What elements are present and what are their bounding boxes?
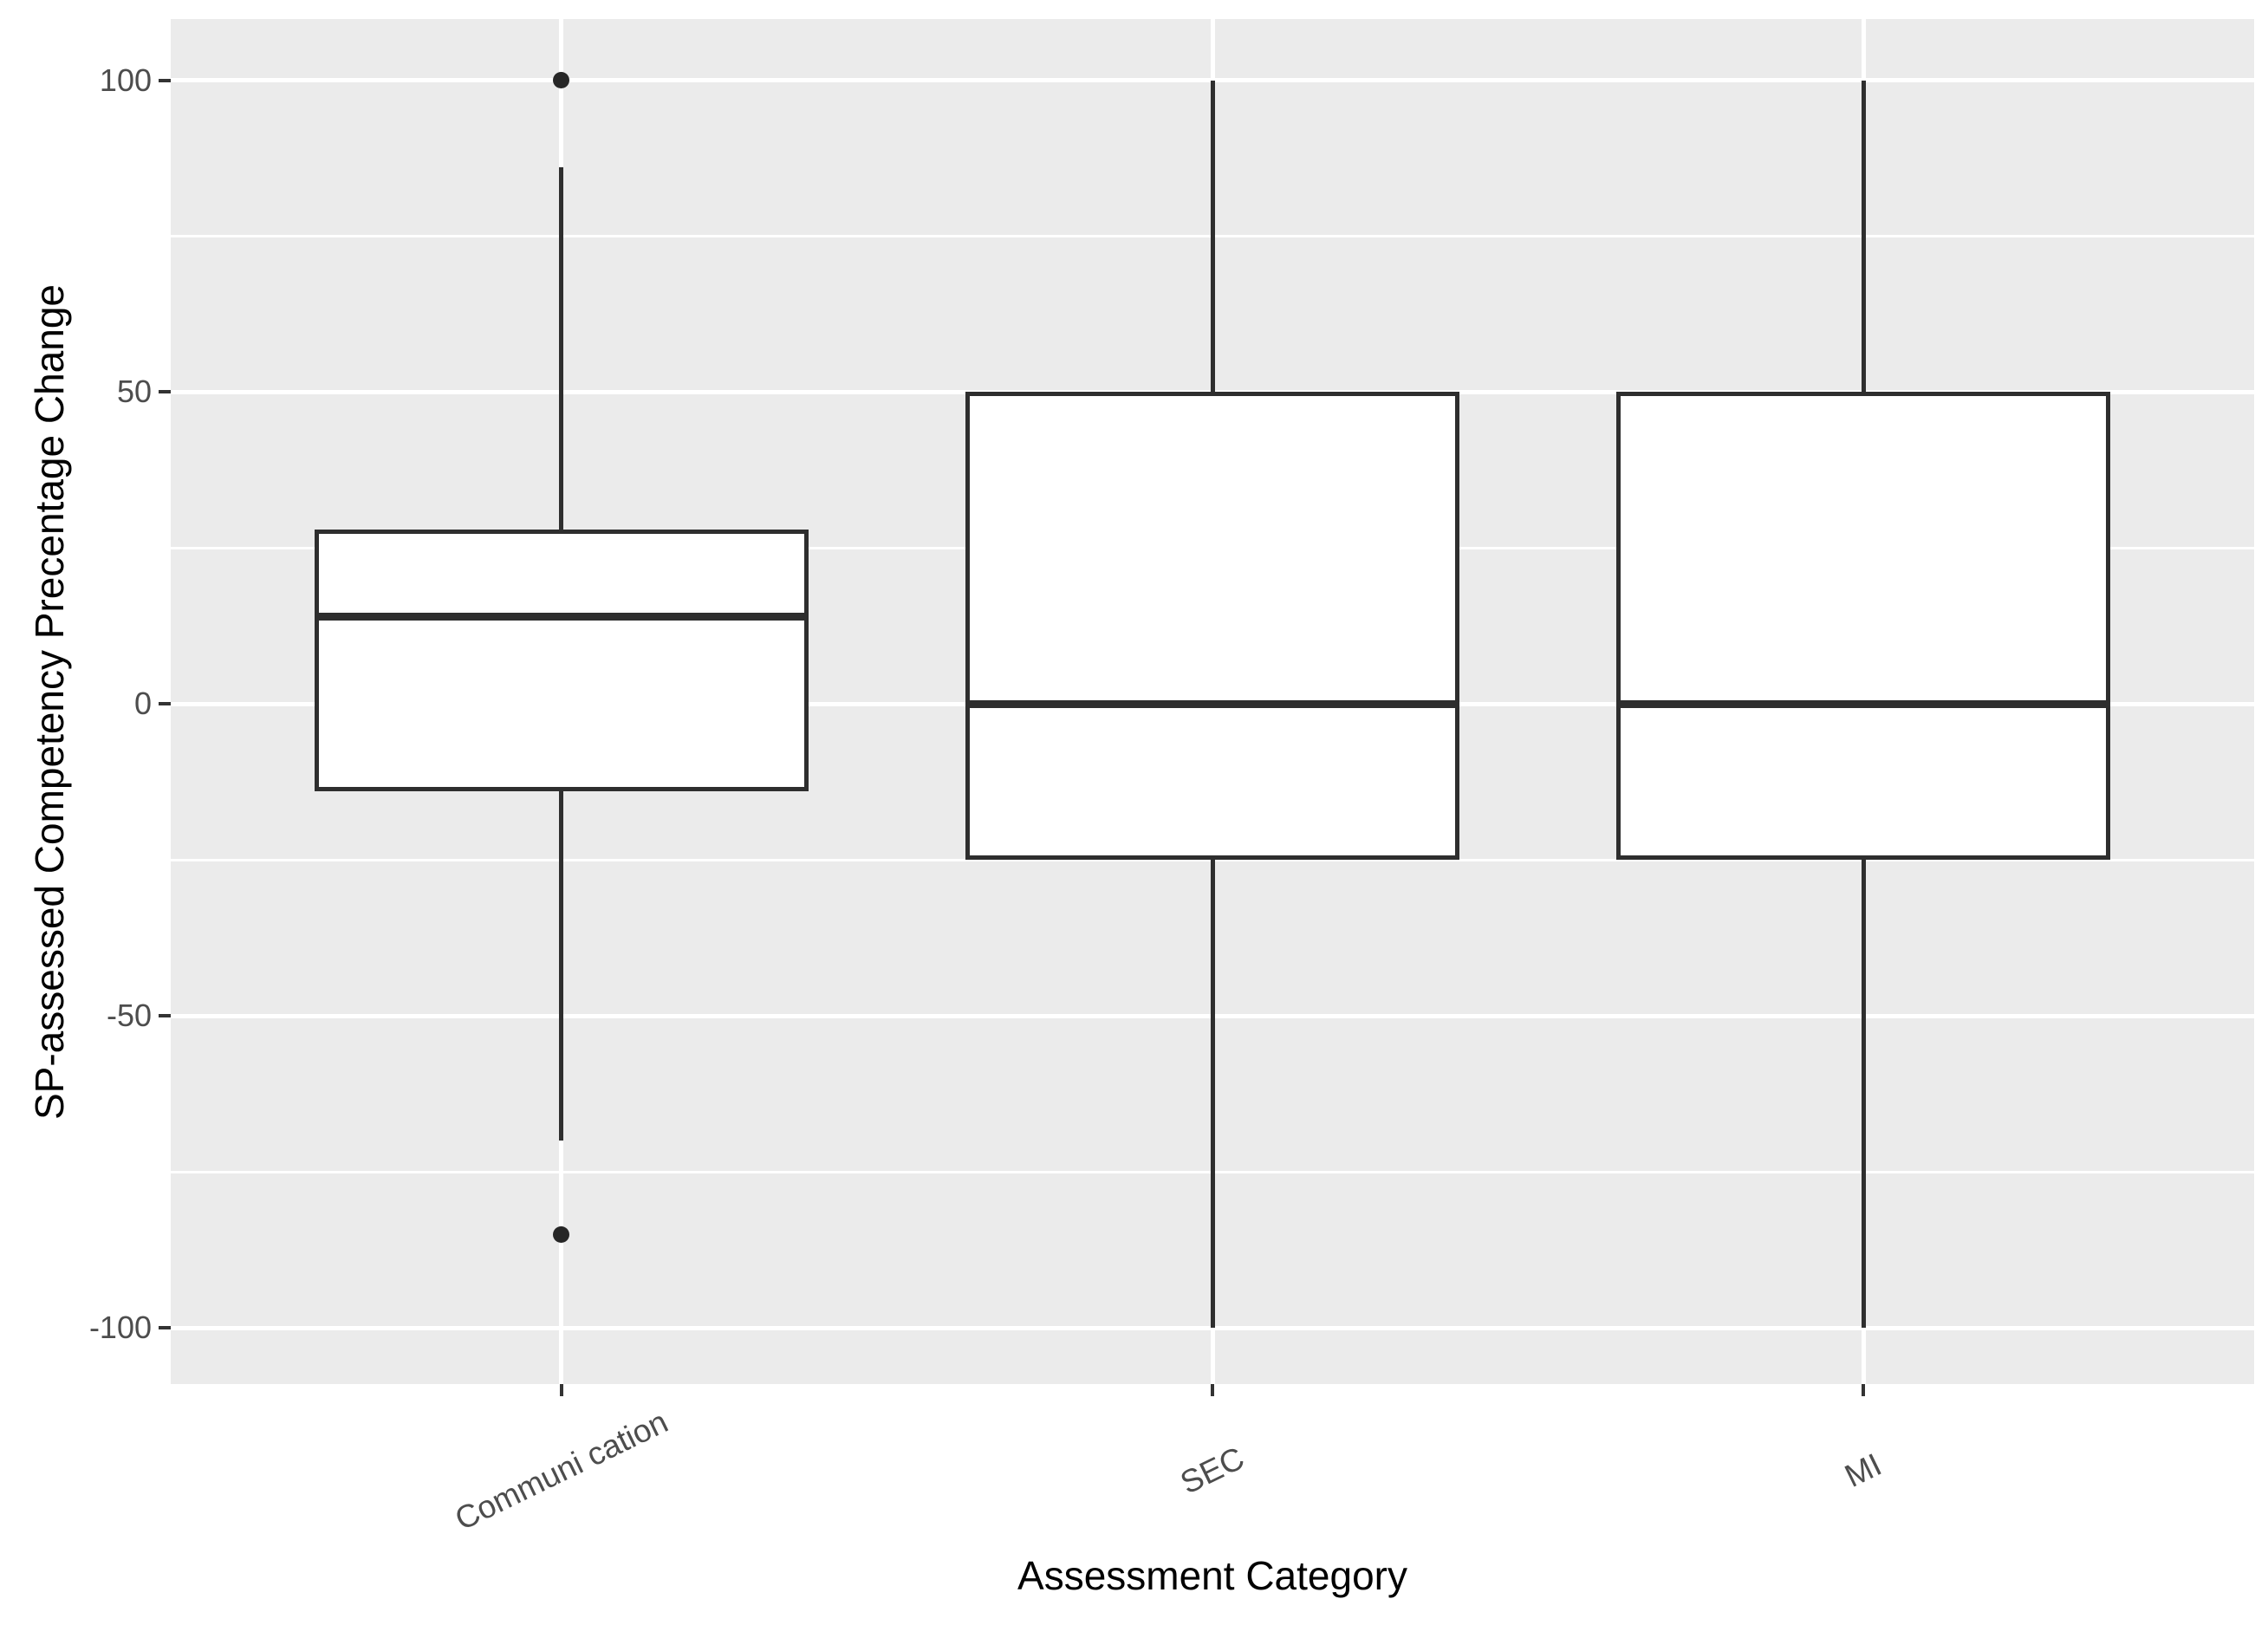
y-tick-label: 0 — [133, 686, 152, 722]
y-axis-tick — [159, 702, 171, 706]
boxplot-box — [965, 392, 1459, 861]
boxplot-median — [1616, 699, 2111, 708]
x-axis-title: Assessment Category — [1017, 1553, 1407, 1598]
y-axis-tick — [159, 1326, 171, 1330]
boxplot-box — [1616, 392, 2111, 861]
boxplot-box — [314, 529, 809, 792]
y-tick-label: -100 — [88, 1310, 152, 1346]
plot-panel — [171, 19, 2254, 1384]
y-tick-label: 50 — [116, 374, 152, 410]
boxplot-median — [314, 613, 809, 621]
x-axis-tick — [1862, 1384, 1866, 1396]
outlier-point — [553, 72, 570, 89]
y-axis-tick — [159, 78, 171, 82]
y-tick-label: -50 — [106, 998, 152, 1034]
x-axis-tick — [1211, 1384, 1214, 1396]
boxplot-median — [965, 699, 1459, 708]
x-axis-tick — [559, 1384, 563, 1396]
y-axis-tick — [159, 390, 171, 394]
outlier-point — [553, 1225, 570, 1243]
y-axis-tick — [159, 1014, 171, 1018]
y-tick-label: 100 — [99, 62, 152, 98]
